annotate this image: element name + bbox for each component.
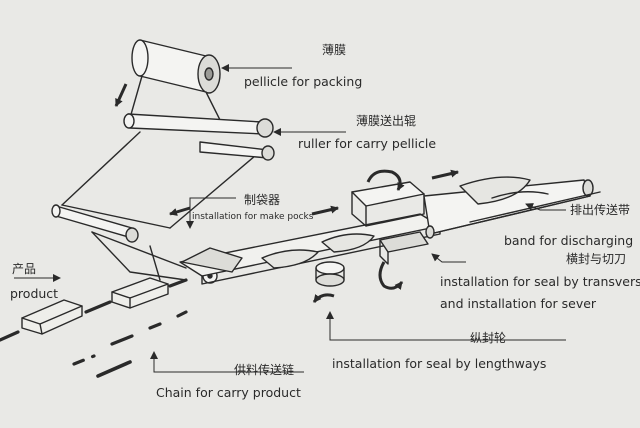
conveyor-direction-arrow	[311, 205, 339, 216]
transverse-seal-block	[351, 181, 429, 265]
leader-lines	[14, 64, 566, 373]
band-label-en: band for discharging	[504, 233, 634, 248]
discharging-band	[423, 176, 601, 239]
bags-on-conveyor	[261, 233, 375, 269]
product-packages	[21, 277, 169, 335]
transverse-label-en-2: and installation for sever	[440, 296, 597, 311]
lengthways-label-en: installation for seal by lengthways	[332, 356, 547, 371]
lengthways-seal-wheel	[315, 261, 345, 287]
discharge-direction-arrow	[431, 169, 459, 180]
pocks-label-cn: 制袋器	[244, 193, 281, 207]
pellicle-label-en: pellicle for packing	[244, 74, 363, 89]
pocks-label-en: installation for make pocks	[192, 212, 314, 222]
film-direction-arrow	[114, 83, 128, 107]
pellicle-roll	[131, 39, 221, 94]
upper-rotation-arrow	[366, 169, 405, 191]
guide-roller	[51, 204, 139, 243]
transverse-label-cn: 横封与切刀	[566, 252, 627, 266]
lower-rotation-arrow	[378, 261, 404, 290]
pellicle-carry-rollers	[123, 113, 275, 161]
product-label-en: product	[10, 286, 59, 301]
pellicle-label-cn: 薄膜	[322, 43, 347, 57]
ruller-label-cn: 薄膜送出辊	[356, 114, 417, 128]
ruller-label-en: ruller for carry pellicle	[298, 136, 437, 151]
band-label-cn: 排出传送带	[570, 203, 631, 217]
lengthways-label-cn: 纵封轮	[470, 331, 507, 345]
chain-label-cn: 供料传送链	[234, 363, 295, 377]
pocks-direction-arrow	[169, 206, 191, 216]
transverse-label-en-1: installation for seal by transverse	[440, 274, 640, 289]
motion-arrows	[114, 83, 459, 303]
wheel-rotation-arrow	[312, 293, 335, 303]
product-label-cn: 产品	[12, 262, 37, 276]
chain-label-en: Chain for carry product	[156, 385, 301, 400]
feed-chain	[0, 278, 188, 378]
